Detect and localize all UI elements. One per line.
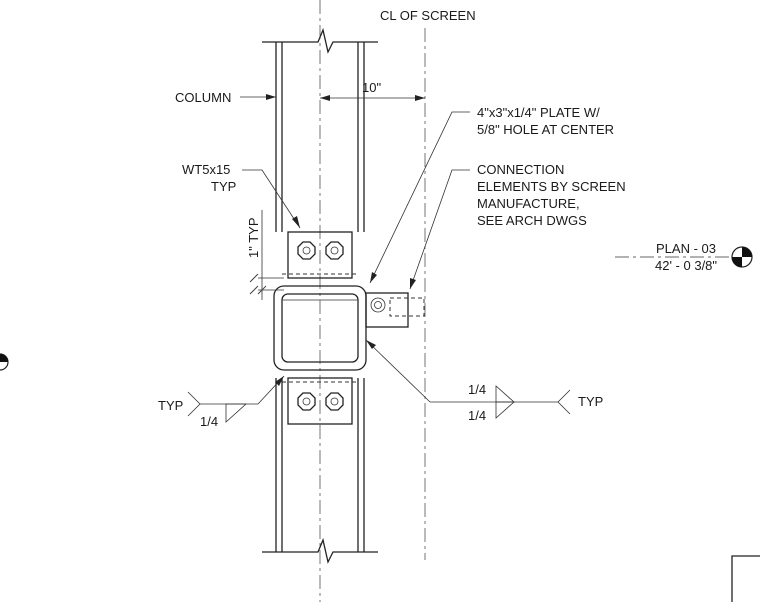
weld-left-size: 1/4 bbox=[200, 414, 218, 429]
left-level-target-icon bbox=[0, 353, 9, 371]
upper-column bbox=[262, 27, 378, 232]
weld-right-bottom-size: 1/4 bbox=[468, 408, 486, 423]
lower-wt-plate bbox=[282, 377, 358, 425]
wt-label-line1: WT5x15 bbox=[182, 162, 230, 177]
wt-note: WT5x15 TYP bbox=[182, 162, 301, 229]
one-inch-typ-dimension: 1" TYP bbox=[246, 210, 284, 300]
plate-note: 4"x3"x1/4" PLATE W/ 5/8" HOLE AT CENTER bbox=[369, 105, 614, 284]
bolt-icon bbox=[297, 392, 316, 411]
left-weld-symbol: TYP 1/4 bbox=[158, 375, 285, 429]
upper-wt-plate bbox=[282, 231, 358, 279]
plan-elevation-label: 42' - 0 3/8" bbox=[655, 258, 717, 273]
plate-note-line1: 4"x3"x1/4" PLATE W/ bbox=[477, 105, 600, 120]
weld-right-top-size: 1/4 bbox=[468, 382, 486, 397]
sheet-corner-mark bbox=[731, 555, 760, 602]
lower-column bbox=[262, 378, 378, 564]
plan-name-label: PLAN - 03 bbox=[656, 241, 716, 256]
plate-hole-icon bbox=[374, 301, 382, 309]
level-target-icon bbox=[731, 246, 753, 268]
screen-plate bbox=[365, 292, 425, 328]
right-weld-symbol: 1/4 1/4 TYP bbox=[365, 339, 603, 423]
weld-left-typ: TYP bbox=[158, 398, 183, 413]
hss-tube bbox=[273, 285, 367, 371]
bolt-icon bbox=[325, 392, 344, 411]
dim-10-label: 10" bbox=[362, 80, 381, 95]
wt-label-line2: TYP bbox=[211, 179, 236, 194]
plan-level-marker: PLAN - 03 42' - 0 3/8" bbox=[615, 241, 753, 273]
connection-line1: CONNECTION bbox=[477, 162, 564, 177]
weld-right-typ: TYP bbox=[578, 394, 603, 409]
connection-note: CONNECTION ELEMENTS BY SCREEN MANUFACTUR… bbox=[409, 162, 626, 290]
one-inch-typ-label: 1" TYP bbox=[246, 217, 261, 258]
bolt-icon bbox=[325, 241, 344, 260]
plate-note-line2: 5/8" HOLE AT CENTER bbox=[477, 122, 614, 137]
connection-line2: ELEMENTS BY SCREEN bbox=[477, 179, 626, 194]
bolt-icon bbox=[297, 241, 316, 260]
column-label: COLUMN bbox=[175, 90, 231, 105]
connection-line4: SEE ARCH DWGS bbox=[477, 213, 587, 228]
connection-line3: MANUFACTURE, bbox=[477, 196, 580, 211]
column-leader: COLUMN bbox=[175, 90, 276, 105]
cl-of-screen-label: CL OF SCREEN bbox=[380, 8, 476, 23]
dimension-10in: 10" bbox=[320, 80, 425, 101]
